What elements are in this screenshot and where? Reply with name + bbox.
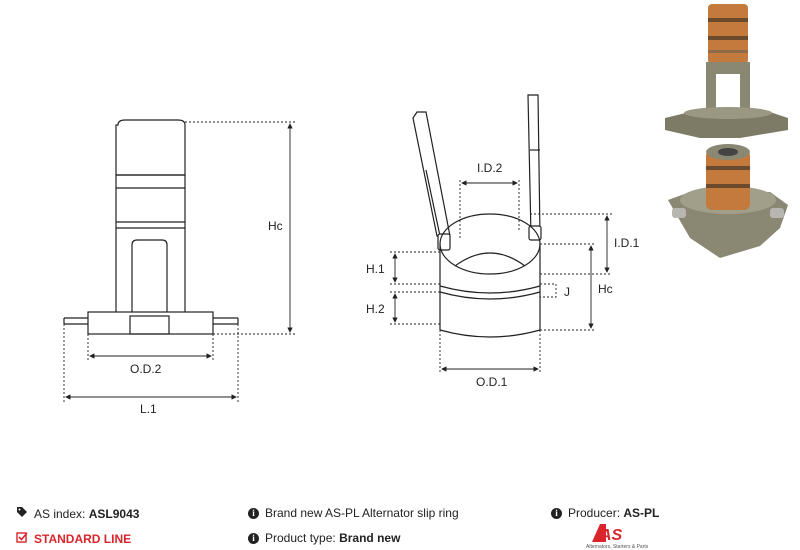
label-od1: O.D.1	[476, 375, 508, 389]
info-icon: i	[248, 532, 259, 544]
as-index-label: AS index:	[34, 506, 86, 521]
product-type-row: i Product type: Brand new	[248, 531, 400, 545]
label-hc-left: Hc	[268, 219, 283, 233]
line-row: STANDARD LINE	[16, 531, 131, 546]
label-h1: H.1	[366, 262, 385, 276]
standard-line-label: STANDARD LINE	[34, 531, 132, 546]
left-dimension-lines	[63, 121, 296, 402]
producer-row: i Producer: AS-PL	[551, 506, 659, 520]
as-index-value: ASL9043	[88, 506, 140, 521]
label-id1: I.D.1	[614, 236, 640, 250]
right-dimension-lines	[390, 180, 612, 374]
right-perspective-view	[412, 94, 542, 338]
label-j: J	[564, 285, 570, 299]
label-hc-right: Hc	[598, 282, 613, 296]
product-photo-top	[665, 4, 788, 138]
as-index-row: AS index: ASL9043	[16, 506, 139, 521]
label-l1: L.1	[140, 402, 157, 416]
product-photo-bottom	[668, 144, 788, 258]
label-h2: H.2	[366, 302, 385, 316]
check-square-icon	[16, 531, 28, 546]
producer-label: Producer:	[568, 506, 621, 520]
product-type-value: Brand new	[339, 531, 401, 545]
info-icon: i	[248, 507, 259, 519]
left-side-view	[63, 119, 239, 335]
logo-tagline: Alternators, Starters & Parts	[586, 544, 649, 550]
label-id2: I.D.2	[477, 161, 503, 175]
slip-ring-diagram: Hc O.D.2 L.1	[63, 4, 788, 416]
producer-value: AS-PL	[623, 506, 660, 520]
tag-icon	[16, 506, 28, 521]
as-pl-logo: AS	[588, 522, 648, 550]
logo-text: AS	[599, 527, 623, 544]
product-type-label: Product type:	[265, 531, 336, 545]
info-icon: i	[551, 507, 562, 519]
label-od2: O.D.2	[130, 362, 162, 376]
description-row: i Brand new AS-PL Alternator slip ring	[248, 506, 459, 520]
description-text: Brand new AS-PL Alternator slip ring	[265, 506, 459, 520]
